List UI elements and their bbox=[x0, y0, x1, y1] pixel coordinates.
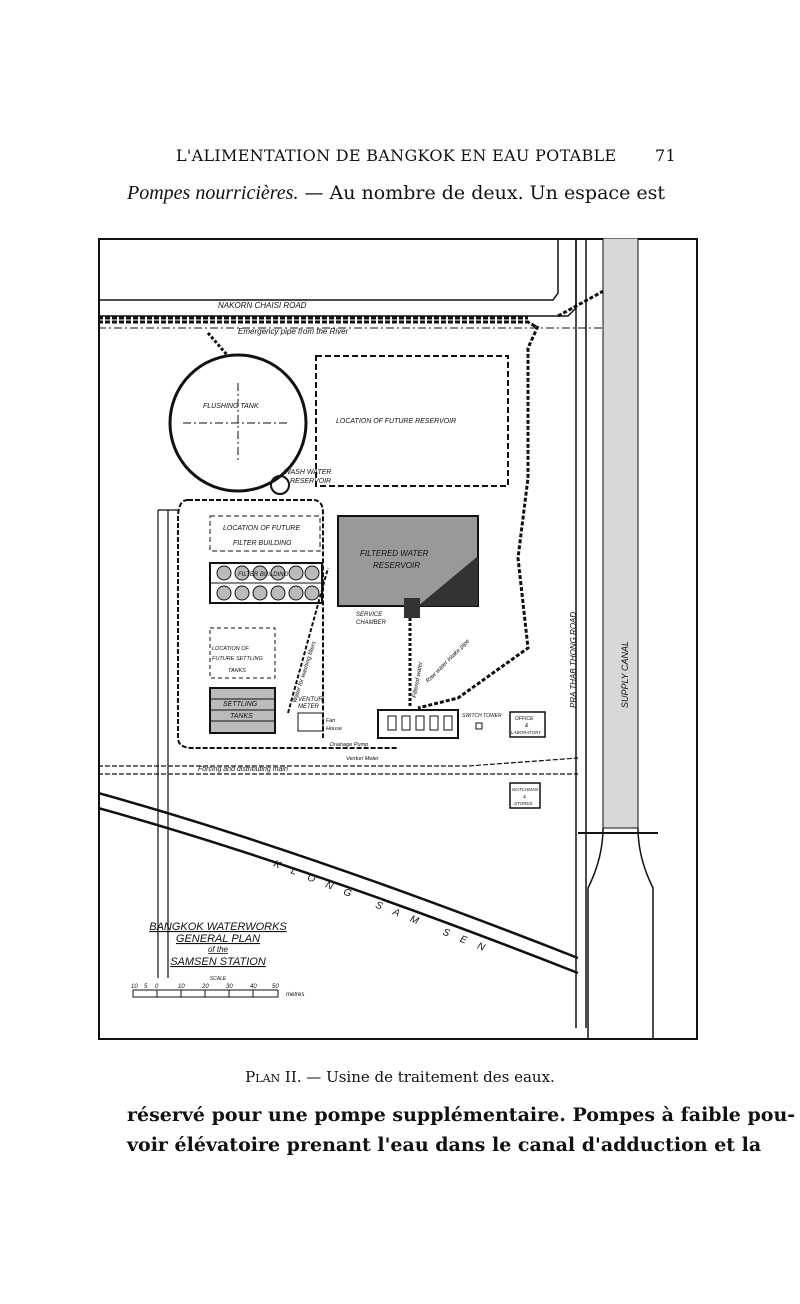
flushing-tank bbox=[168, 353, 308, 493]
venturi-label-2: METER bbox=[298, 704, 320, 710]
running-title: L'ALIMENTATION DE BANGKOK EN EAU POTABLE bbox=[176, 146, 617, 165]
scale-tick: 30 bbox=[226, 984, 233, 990]
scale-tick: 10 bbox=[131, 984, 138, 990]
scale-tick: 40 bbox=[250, 984, 257, 990]
right-road-label: PRA THAB THONG ROAD bbox=[569, 612, 578, 708]
perimeter-pipe bbox=[177, 499, 398, 749]
future-filter-label-2: FILTER BUILDING bbox=[233, 540, 292, 547]
body-line-1: réservé pour une pompe supplémentaire. P… bbox=[127, 1104, 796, 1126]
canal-lower bbox=[587, 827, 654, 1038]
fan-house-label-2: House bbox=[326, 726, 342, 732]
venturi-label-1: VENTURI bbox=[298, 697, 325, 703]
filter-building-label: FILTER BUILDING bbox=[238, 572, 289, 578]
office-laboratory bbox=[509, 711, 546, 738]
tank-pipe bbox=[206, 332, 230, 357]
plan-title-1: BANGKOK WATERWORKS bbox=[149, 921, 287, 933]
filtered-reservoir-label-1: FILTERED WATER bbox=[360, 549, 429, 558]
service-chamber-label-1: SERVICE bbox=[356, 612, 383, 618]
pumping-station bbox=[377, 709, 459, 739]
emergency-pipe bbox=[98, 316, 539, 330]
wash-water-label: WASH WATER bbox=[284, 469, 331, 476]
office-label-2: & bbox=[525, 723, 529, 729]
raw-water-pipe bbox=[417, 325, 540, 710]
plan-drawing: NAKORN CHAISI ROAD Emergency pipe from t… bbox=[97, 237, 698, 1040]
supply-canal bbox=[602, 237, 639, 829]
body-line-2: voir élévatoire prenant l'eau dans le ca… bbox=[127, 1134, 762, 1156]
intro-text: — Au nombre de deux. Un espace est bbox=[298, 182, 665, 204]
plan-title-3: of the bbox=[208, 945, 229, 954]
reservoir-shading bbox=[418, 556, 478, 606]
settling-tanks-label-1: SETTLING bbox=[223, 701, 258, 708]
forcing-main-label: Forcing and distributing main bbox=[198, 766, 288, 773]
flushing-tank-label: FLUSHING TANK bbox=[203, 403, 259, 410]
watchman-label-2: & bbox=[523, 794, 526, 799]
running-header: L'ALIMENTATION DE BANGKOK EN EAU POTABLE… bbox=[176, 146, 676, 165]
office-label-1: OFFICE bbox=[515, 716, 534, 722]
scale-bar: 10 5 0 10 20 30 40 50 metres bbox=[131, 984, 304, 998]
plan-caption: Plan II. — Usine de traitement des eaux. bbox=[0, 1068, 800, 1086]
future-filter-label-1: LOCATION OF FUTURE bbox=[223, 525, 300, 532]
filtered-reservoir-label-2: RESERVOIR bbox=[373, 561, 420, 570]
scale-label: SCALE bbox=[210, 976, 227, 982]
plan-title-block: BANGKOK WATERWORKS GENERAL PLAN of the S… bbox=[149, 921, 287, 982]
watchman-label-3: STORES bbox=[514, 801, 532, 806]
forcing-main-line bbox=[98, 757, 579, 775]
venturi-meter-label: Venturi Meter bbox=[346, 756, 380, 762]
future-filter-building bbox=[209, 515, 321, 552]
settling-tanks-label-2: TANKS bbox=[230, 713, 253, 720]
future-settling-label-2: FUTURE SETTLING bbox=[212, 656, 263, 662]
right-road-edges bbox=[575, 238, 587, 1028]
canal-label: SUPPLY CANAL bbox=[620, 641, 630, 708]
service-chamber bbox=[404, 598, 420, 618]
klong-banks bbox=[97, 791, 579, 975]
fan-house-label-1: Fan bbox=[326, 718, 335, 724]
wash-water-main bbox=[287, 567, 329, 714]
switch-tower bbox=[475, 722, 483, 730]
plan-title-4: SAMSEN STATION bbox=[170, 956, 266, 968]
page-number: 71 bbox=[655, 146, 676, 165]
waterworks-plan: NAKORN CHAISI ROAD Emergency pipe from t… bbox=[97, 237, 698, 1040]
future-settling-label-3: TANKS bbox=[228, 668, 246, 674]
wash-water-reservoir bbox=[270, 475, 290, 495]
future-reservoir-label: LOCATION OF FUTURE RESERVOIR bbox=[336, 418, 456, 425]
drainage-pump-label: Drainage Pump bbox=[330, 742, 368, 748]
future-reservoir bbox=[315, 355, 509, 487]
caption-text: — Usine de traitement des eaux. bbox=[301, 1068, 555, 1086]
scale-tick: 0 bbox=[155, 984, 159, 990]
office-label-3: LABORATORY bbox=[511, 730, 542, 735]
left-road bbox=[157, 509, 178, 978]
filter-building: FILTER BUILDING bbox=[209, 562, 323, 604]
tank-axes bbox=[183, 383, 288, 463]
watchman-stores bbox=[509, 782, 541, 809]
section-heading: Pompes nourricières. bbox=[127, 182, 299, 204]
scale-unit: metres bbox=[286, 992, 304, 998]
road-top-label: NAKORN CHAISI ROAD bbox=[218, 301, 307, 310]
service-chamber-label-2: CHAMBER bbox=[356, 620, 387, 626]
fan-house bbox=[297, 712, 324, 732]
intro-line: Pompes nourricières. — Au nombre de deux… bbox=[127, 182, 683, 205]
scale-tick: 5 bbox=[144, 984, 148, 990]
scale-tick: 10 bbox=[178, 984, 185, 990]
scale-tick: 50 bbox=[272, 984, 279, 990]
watchman-label-1: WATCHMAN bbox=[512, 787, 539, 792]
switch-tower-label: SWITCH TOWER bbox=[462, 713, 502, 719]
future-settling-label-1: LOCATION OF bbox=[212, 646, 250, 652]
settling-tanks: SETTLING TANKS bbox=[209, 687, 276, 734]
future-settling-tanks bbox=[209, 627, 276, 679]
plan-title-2: GENERAL PLAN bbox=[176, 933, 260, 945]
caption-plan-label: Plan II. bbox=[245, 1068, 302, 1086]
wash-reservoir-label: RESERVOIR bbox=[290, 478, 331, 485]
scale-tick: 20 bbox=[201, 984, 209, 990]
emergency-pipe-label: Emergency pipe from the River bbox=[238, 327, 349, 336]
